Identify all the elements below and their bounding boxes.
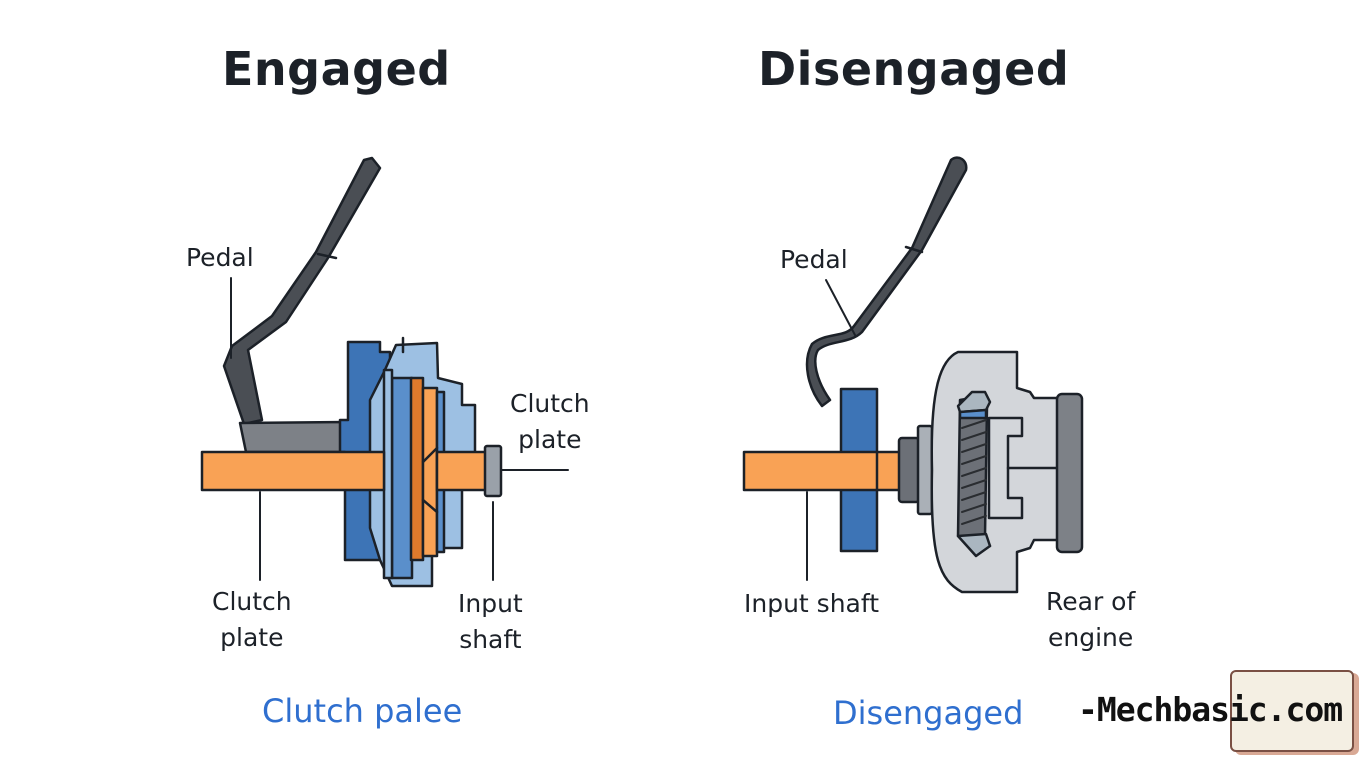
watermark-text: -Mechbasic.com: [1078, 690, 1343, 729]
engaged-bottom-clutch-plate-label: Clutch plate: [212, 584, 292, 656]
rear-of-engine-label: Rear of engine: [1046, 584, 1135, 656]
engaged-clutch-plate-light: [421, 386, 439, 558]
disengaged-bearing-outer: [916, 424, 934, 516]
disengaged-pedal-arm: [805, 156, 968, 408]
disengaged-spring-blue: [958, 408, 988, 420]
watermark-card: [1230, 670, 1354, 752]
engaged-shaft-endcap: [483, 444, 503, 498]
disengaged-input-shaft: [742, 450, 902, 492]
spring-coil: [961, 491, 987, 501]
engaged-spline-1: [421, 446, 439, 464]
spring-coil: [961, 479, 987, 489]
engaged-clutch-plate-label-line2: plate: [518, 425, 582, 454]
engaged-input-shaft-label-line1: Input: [458, 589, 523, 618]
engaged-bottom-clutch-plate-label-line2: plate: [220, 623, 284, 652]
engaged-input-shaft-label: Input shaft: [458, 586, 523, 658]
disengaged-pedal-label: Pedal: [780, 245, 848, 274]
engaged-pedal-grip-divider: [316, 252, 338, 260]
engaged-clutch-plate-label: Clutch plate: [510, 386, 590, 458]
spring-coil: [961, 515, 987, 525]
engaged-pedal-base: [238, 420, 347, 454]
engaged-title: Engaged: [222, 42, 451, 96]
rear-of-engine-label-line1: Rear of: [1046, 587, 1136, 616]
disengaged-spring-bottom: [956, 532, 992, 558]
engaged-clutch-plate-dark: [409, 376, 425, 562]
disengaged-bearing-inner: [897, 436, 921, 504]
engaged-friction-disc: [390, 376, 414, 580]
disengaged-pedal-leader: [825, 279, 856, 336]
disengaged-input-shaft-label: Input shaft: [744, 589, 880, 618]
spring-coil: [961, 443, 987, 453]
disengaged-flywheel: [1055, 392, 1084, 554]
spring-coil: [961, 419, 987, 429]
engaged-input-shaft-label-line2: shaft: [459, 625, 522, 654]
rear-of-engine-label-line2: engine: [1048, 623, 1134, 652]
spring-coil: [961, 431, 987, 441]
spring-coil: [961, 455, 987, 465]
engaged-bottom-clutch-plate-label-line1: Clutch: [212, 587, 292, 616]
engaged-pedal-label: Pedal: [186, 243, 254, 272]
engaged-spline-2: [421, 498, 439, 514]
engaged-clutch-plate-label-line1: Clutch: [510, 389, 590, 418]
engaged-shaft-right: [435, 450, 489, 492]
disengaged-pedal-grip-divider: [904, 245, 924, 254]
disengaged-housing-slot: [987, 416, 1024, 520]
spring-coil: [961, 467, 987, 477]
disengaged-caption: Disengaged: [833, 694, 1024, 732]
spring-coil: [961, 503, 987, 513]
engaged-caption: Clutch palee: [262, 692, 463, 730]
engaged-shaft-left: [200, 450, 386, 492]
disengaged-title: Disengaged: [758, 42, 1070, 96]
